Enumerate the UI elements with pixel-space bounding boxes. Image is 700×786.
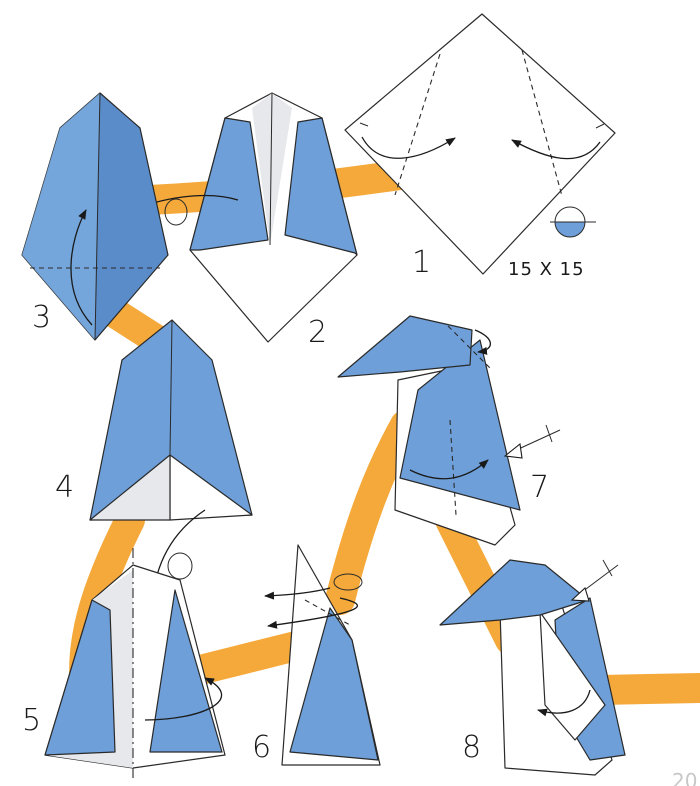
step-6-arrow-lower bbox=[267, 597, 358, 629]
step-7-arrow-top bbox=[474, 329, 492, 355]
step-7-fold-line-top bbox=[447, 325, 491, 369]
step-5-left-flap bbox=[44, 599, 116, 756]
step-4-label: 4 bbox=[55, 470, 74, 505]
step-1-arrow-left bbox=[361, 136, 456, 159]
step-5-arrow bbox=[144, 677, 222, 721]
step-2-grey-center bbox=[252, 93, 292, 245]
step-5-label: 5 bbox=[22, 703, 41, 738]
step-4-grey-corner bbox=[89, 454, 171, 521]
step-4-turn-over-icon bbox=[167, 552, 193, 580]
step-2-right-flap bbox=[284, 117, 358, 256]
step-6-arrow-upper bbox=[264, 587, 331, 600]
step-7-head-flap bbox=[337, 315, 473, 378]
step-2-left-flap bbox=[189, 117, 269, 251]
step-3-model bbox=[21, 92, 169, 341]
paper-size-label: 15 X 15 bbox=[508, 259, 585, 280]
step-5-model bbox=[44, 548, 226, 782]
step-2-label: 2 bbox=[308, 315, 327, 350]
step-1-arrow-right bbox=[511, 139, 601, 160]
step-3-arrow bbox=[70, 209, 93, 326]
step-3-label: 3 bbox=[32, 300, 51, 335]
step-2-turn-over-icon bbox=[164, 198, 188, 226]
step-1-label: 1 bbox=[412, 245, 431, 280]
step-1-square-paper: 15 X 15 bbox=[344, 13, 616, 280]
step-6-label: 6 bbox=[252, 730, 271, 765]
step-6-blue-flap bbox=[289, 607, 379, 761]
step-1-stroke-mark-left bbox=[359, 122, 369, 127]
step-8-model bbox=[439, 559, 626, 776]
step-1-fold-line-right bbox=[521, 49, 563, 197]
step-7-label: 7 bbox=[530, 470, 549, 505]
step-8-white-flap bbox=[539, 611, 606, 741]
page-number: 20 bbox=[672, 769, 697, 786]
step-7-fold-line-body bbox=[449, 419, 457, 516]
step-4-model bbox=[89, 319, 253, 620]
step-1-stroke-mark-right bbox=[595, 123, 605, 129]
step-3-light-face bbox=[22, 93, 100, 340]
step-8-arrow bbox=[537, 689, 591, 717]
step-1-fold-line-left bbox=[394, 53, 441, 196]
step-7-model bbox=[337, 315, 561, 546]
step-6-pleat-icon bbox=[333, 573, 363, 591]
step-8-label: 8 bbox=[462, 730, 481, 765]
color-side-symbol-icon bbox=[550, 205, 596, 238]
step-7-arrow-body bbox=[409, 459, 489, 480]
step-6-model bbox=[264, 544, 381, 766]
step-2-model bbox=[113, 92, 358, 343]
